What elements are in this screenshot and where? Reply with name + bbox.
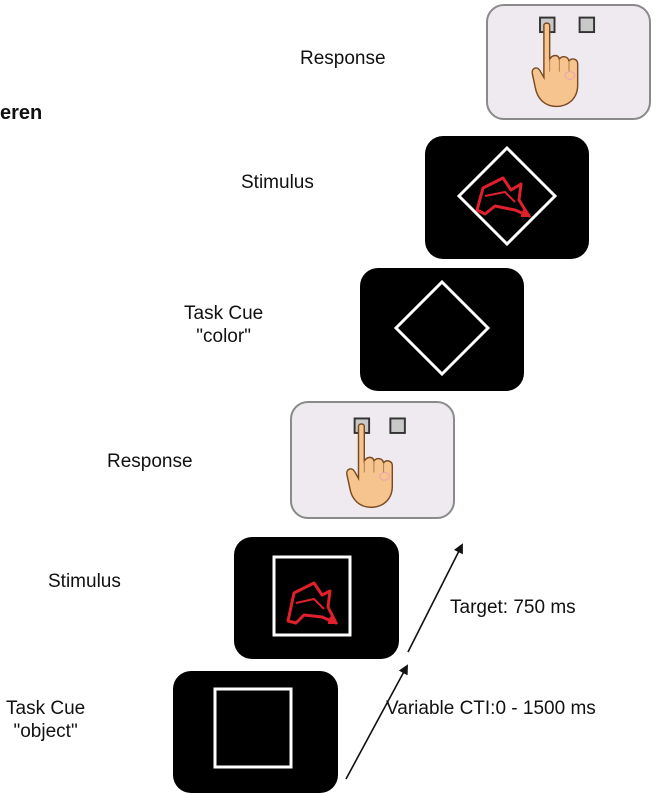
heading-fragment: eren — [0, 102, 43, 124]
label-task-cue-color: Task Cue "color" — [184, 303, 264, 347]
response-panel-top — [486, 4, 651, 120]
timing-target-label: Target: 750 ms — [450, 597, 576, 618]
stimulus-panel-diamond — [425, 136, 589, 259]
stimulus-panel-square — [234, 537, 399, 659]
diamond-frame-icon — [393, 279, 491, 377]
hand-pointer-icon — [346, 417, 406, 509]
response-panel-bottom — [290, 401, 455, 519]
stimulus-square-icon — [272, 555, 352, 637]
arrow-up-right-icon — [345, 664, 408, 780]
label-task-cue-object: Task Cue "object" — [6, 698, 86, 742]
stimulus-diamond-icon — [456, 145, 558, 247]
label-response-top: Response — [300, 48, 386, 69]
label-stimulus-bottom: Stimulus — [48, 571, 121, 592]
square-frame-icon — [213, 687, 293, 769]
cue-panel-diamond — [360, 268, 524, 391]
hand-pointer-icon — [531, 16, 596, 108]
arrow-up-right-icon — [407, 543, 463, 653]
label-response-bottom: Response — [107, 451, 193, 472]
timing-cti-label: Variable CTI:0 - 1500 ms — [386, 698, 596, 719]
cue-panel-square — [173, 671, 338, 793]
label-stimulus-top: Stimulus — [241, 172, 314, 193]
